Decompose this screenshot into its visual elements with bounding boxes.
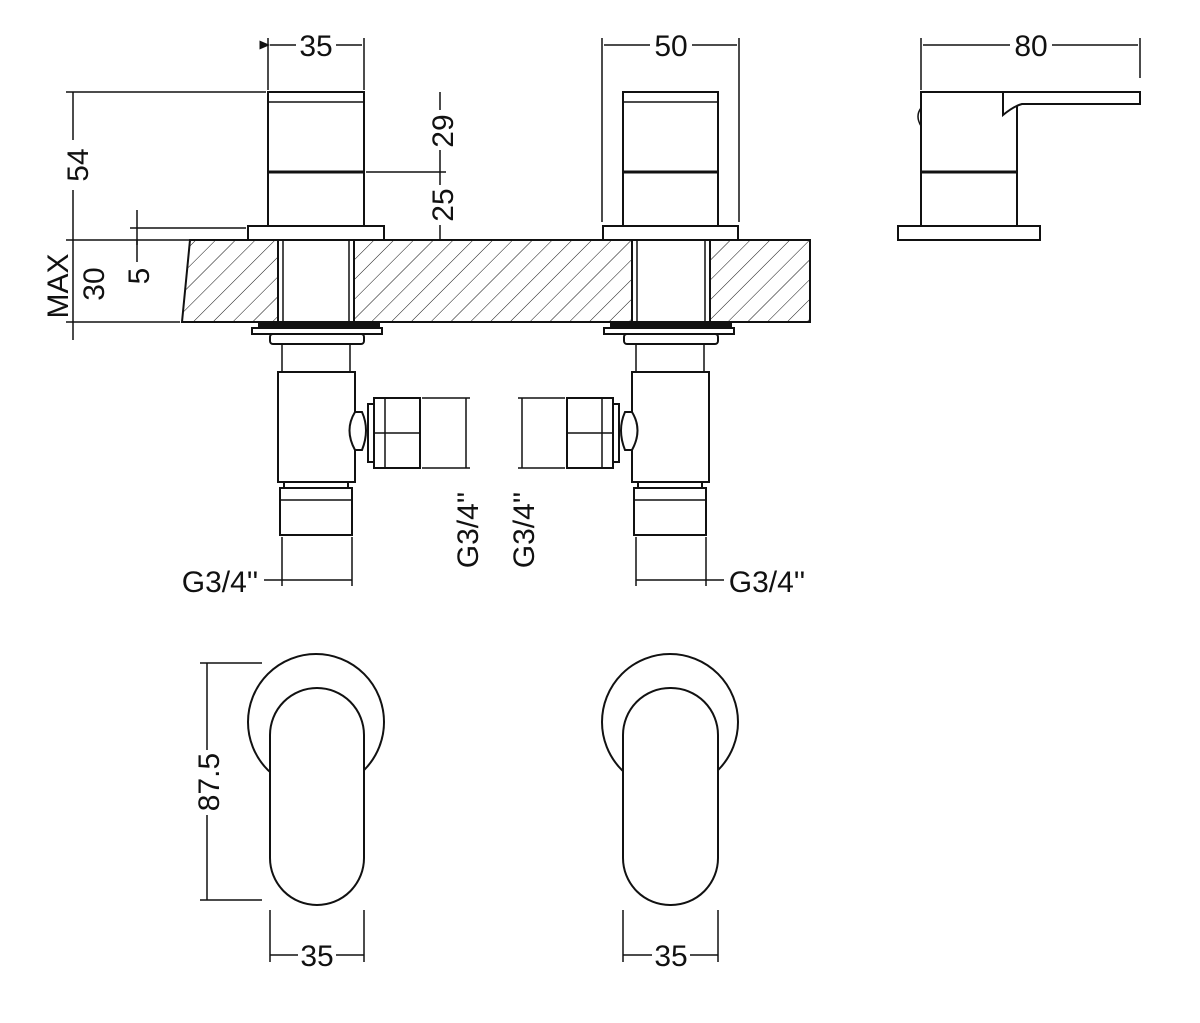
dim-handle-width-front: 35	[299, 30, 332, 63]
dim-thread-left-bottom: G3/4''	[182, 566, 259, 599]
right-valve-plan	[601, 653, 739, 906]
dimension-lines	[66, 38, 1141, 962]
dim-deck-max-label: MAX	[42, 253, 75, 318]
dim-upper-height: 29	[427, 114, 460, 147]
dim-lower-height: 25	[427, 188, 460, 221]
dim-plan-width-right: 35	[654, 940, 687, 973]
dim-thread-right-bottom: G3/4''	[729, 566, 806, 599]
dim-plan-width-left: 35	[300, 940, 333, 973]
dim-plate-thickness: 5	[123, 268, 156, 285]
left-valve-plan	[247, 653, 385, 906]
dim-deck-max: 30	[78, 267, 111, 300]
right-valve-front	[566, 91, 739, 536]
dim-handle-width-lever: 50	[654, 30, 687, 63]
dim-thread-right-side: G3/4''	[508, 492, 541, 569]
dim-total-height: 54	[62, 148, 95, 181]
left-valve-front	[247, 91, 421, 536]
deck-section	[180, 239, 811, 323]
dim-plan-height: 87.5	[193, 753, 226, 811]
dim-side-depth: 80	[1014, 30, 1047, 63]
valve-side-view	[897, 91, 1141, 241]
dim-thread-left-side: G3/4''	[452, 492, 485, 569]
